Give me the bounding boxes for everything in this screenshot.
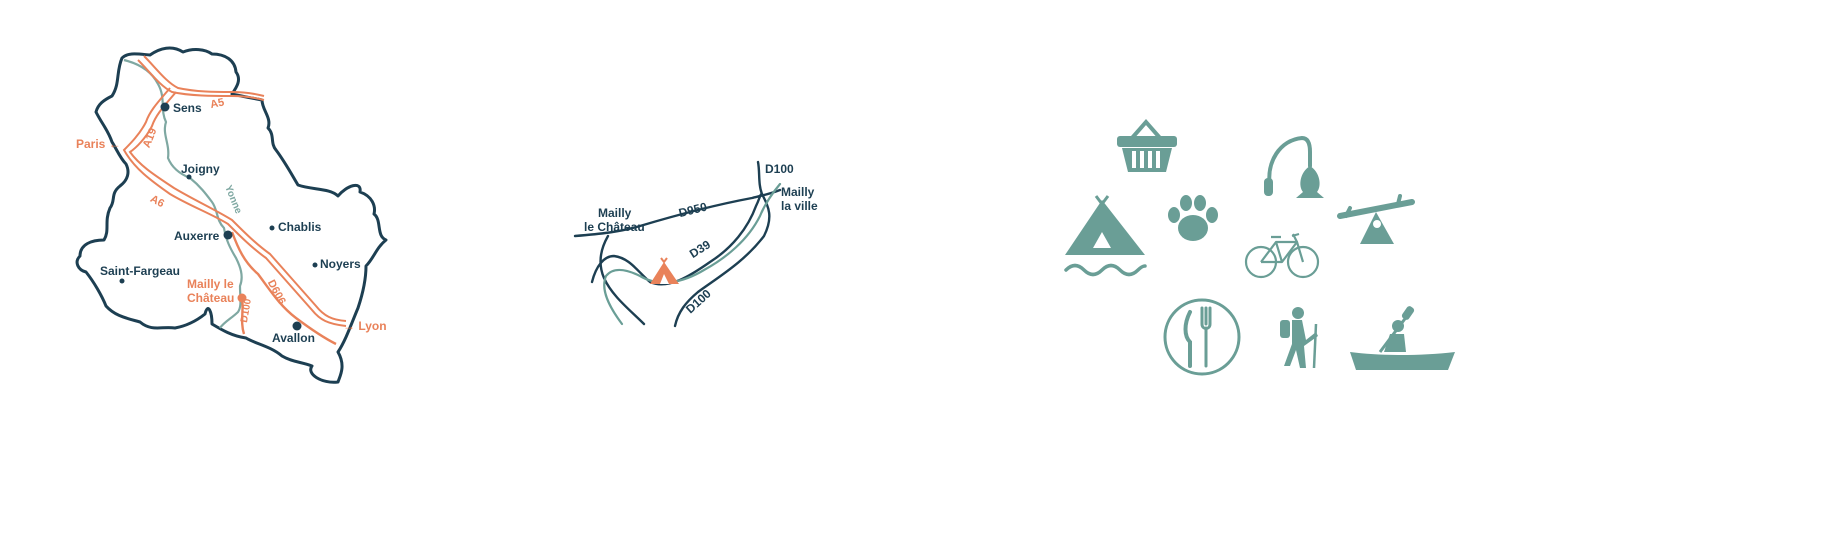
fishing-icon [1264,135,1324,198]
city-label-chablis: Chablis [278,220,322,234]
city-label-joigny: Joigny [181,162,220,176]
paw-print-icon [1168,195,1218,241]
place-label-mailly-chateau-2: le Château [584,220,645,234]
road-label-d100-bottom: D100 [683,286,714,316]
a19-a6-motorway [122,87,347,327]
seesaw-playground-icon [1337,194,1415,244]
joigny-marker [186,174,192,180]
kayak-icon [1350,306,1455,370]
city-label-saint-fargeau: Saint-Fargeau [100,264,180,278]
activity-icons [1064,118,1455,376]
tent-by-water-icon [1064,195,1147,277]
avallon-marker [292,321,302,331]
city-label-sens: Sens [173,101,202,115]
d100-road-north [673,160,771,328]
sens-marker [160,102,170,112]
place-label-mailly-ville-2: la ville [781,199,818,213]
road-label-d606: D606 [265,278,288,307]
city-label-avallon: Avallon [272,331,315,345]
road-label-d100: D100 [239,298,254,324]
restaurant-icon [1163,298,1241,376]
hiker-icon [1280,307,1318,369]
direction-label-lyon: → Lyon [343,319,387,333]
local-map: Mailly le Château Mailly la ville D100 D… [573,160,818,328]
saint-fargeau-marker [119,278,125,284]
river-label-yonne: Yonne [222,184,244,216]
place-label-mailly-chateau-1: Mailly [598,206,632,220]
place-label-mailly-ville-1: Mailly [781,185,815,199]
road-label-d950: D950 [677,200,709,221]
road-label-a6: A6 [148,193,166,210]
road-label-d39: D39 [687,237,713,261]
city-label-auxerre: Auxerre [174,229,220,243]
a5-motorway [137,55,265,101]
department-border [75,46,388,384]
city-label-mailly-2: Château [187,291,234,305]
shopping-basket-icon [1117,118,1177,172]
auxerre-marker [223,230,233,240]
road-label-d100-top: D100 [765,162,794,176]
region-map: Sens Joigny Auxerre Chablis Noyers Saint… [75,46,388,384]
city-label-mailly-1: Mailly le [187,277,234,291]
direction-label-paris: Paris ← [76,137,121,151]
campsite-icon [650,257,679,284]
road-label-a19: A19 [141,126,160,149]
chablis-marker [269,225,275,231]
d950-south-branch [599,234,646,326]
mailly-le-chateau-marker [237,293,247,303]
road-label-a5: A5 [209,96,225,111]
d606-road [230,231,337,346]
bicycle-icon [1244,232,1320,279]
city-label-noyers: Noyers [320,257,361,271]
noyers-marker [312,262,318,268]
